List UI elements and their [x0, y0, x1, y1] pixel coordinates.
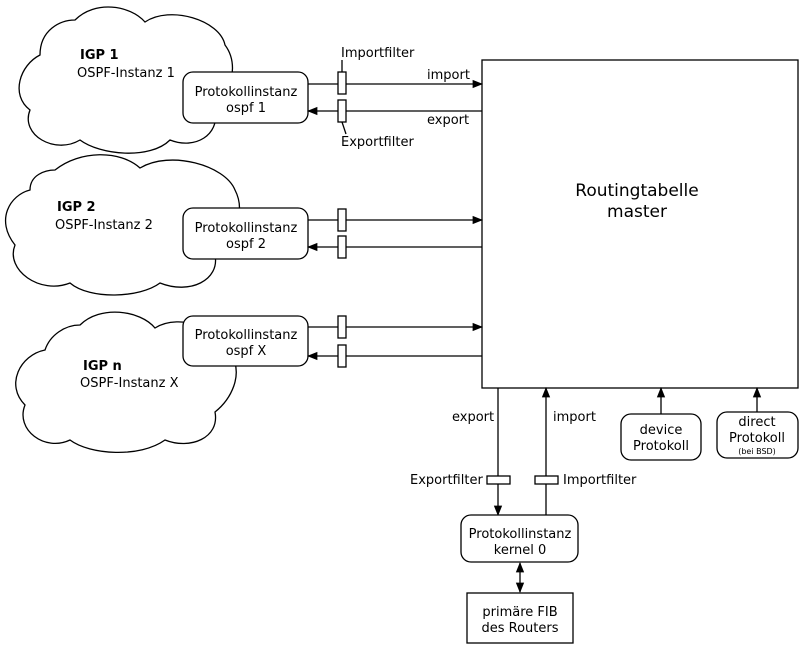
routing-table-box — [481, 59, 799, 389]
export-label-kernel: export — [452, 410, 494, 425]
import-filter-label-top: Importfilter — [341, 46, 415, 61]
igp-2-cloud — [4, 154, 241, 296]
import-filter-x — [337, 315, 347, 339]
igp-1-cloud — [18, 6, 234, 154]
export-filter-2 — [337, 235, 347, 259]
fib-line1: primäre FIB — [482, 605, 557, 620]
kernel-line1: Protokollinstanz — [469, 527, 572, 542]
export-filter-label-top: Exportfilter — [341, 135, 414, 150]
import-filter-2 — [337, 208, 347, 232]
igp-2-instance: OSPF-Instanz 2 — [55, 218, 153, 233]
proto-ospf-1-box — [182, 71, 309, 124]
igp-n-name: IGP n — [83, 359, 122, 374]
import-filter-1 — [337, 71, 347, 95]
proto-ospf-x-box — [182, 315, 309, 367]
fib-line2: des Routers — [481, 621, 558, 636]
proto-ospf-x-line1: Protokollinstanz — [195, 328, 298, 343]
direct-line2: Protokoll — [729, 431, 785, 446]
import-label-top: import — [427, 68, 470, 83]
export-filter-1 — [337, 99, 347, 123]
routing-table-line1: Routingtabelle — [575, 181, 698, 201]
device-line2: Protokoll — [633, 439, 689, 454]
export-filter-label-kernel: Exportfilter — [410, 473, 483, 488]
export-label-top: export — [427, 113, 469, 128]
igp-n-cloud — [15, 311, 237, 454]
igp-1-name: IGP 1 — [80, 48, 119, 63]
proto-ospf-x-line2: ospf X — [226, 344, 267, 359]
import-filter-label-kernel: Importfilter — [563, 473, 637, 488]
kernel-line2: kernel 0 — [494, 543, 546, 558]
import-label-kernel: import — [553, 410, 596, 425]
proto-ospf-2-line2: ospf 2 — [226, 237, 266, 252]
export-filter-kernel — [486, 475, 511, 485]
device-line1: device — [640, 423, 683, 438]
direct-note: (bei BSD) — [738, 447, 776, 456]
proto-ospf-1-line1: Protokollinstanz — [195, 85, 298, 100]
export-filter-x — [337, 344, 347, 368]
import-filter-kernel — [534, 475, 559, 485]
proto-ospf-2-line1: Protokollinstanz — [195, 221, 298, 236]
routing-table-line2: master — [607, 202, 667, 222]
igp-n-instance: OSPF-Instanz X — [80, 376, 179, 391]
fib-box — [466, 592, 574, 644]
direct-line1: direct — [738, 415, 775, 430]
proto-ospf-1-line2: ospf 1 — [226, 101, 266, 116]
igp-1-instance: OSPF-Instanz 1 — [77, 66, 175, 81]
proto-ospf-2-box — [182, 207, 309, 260]
igp-2-name: IGP 2 — [57, 200, 96, 215]
